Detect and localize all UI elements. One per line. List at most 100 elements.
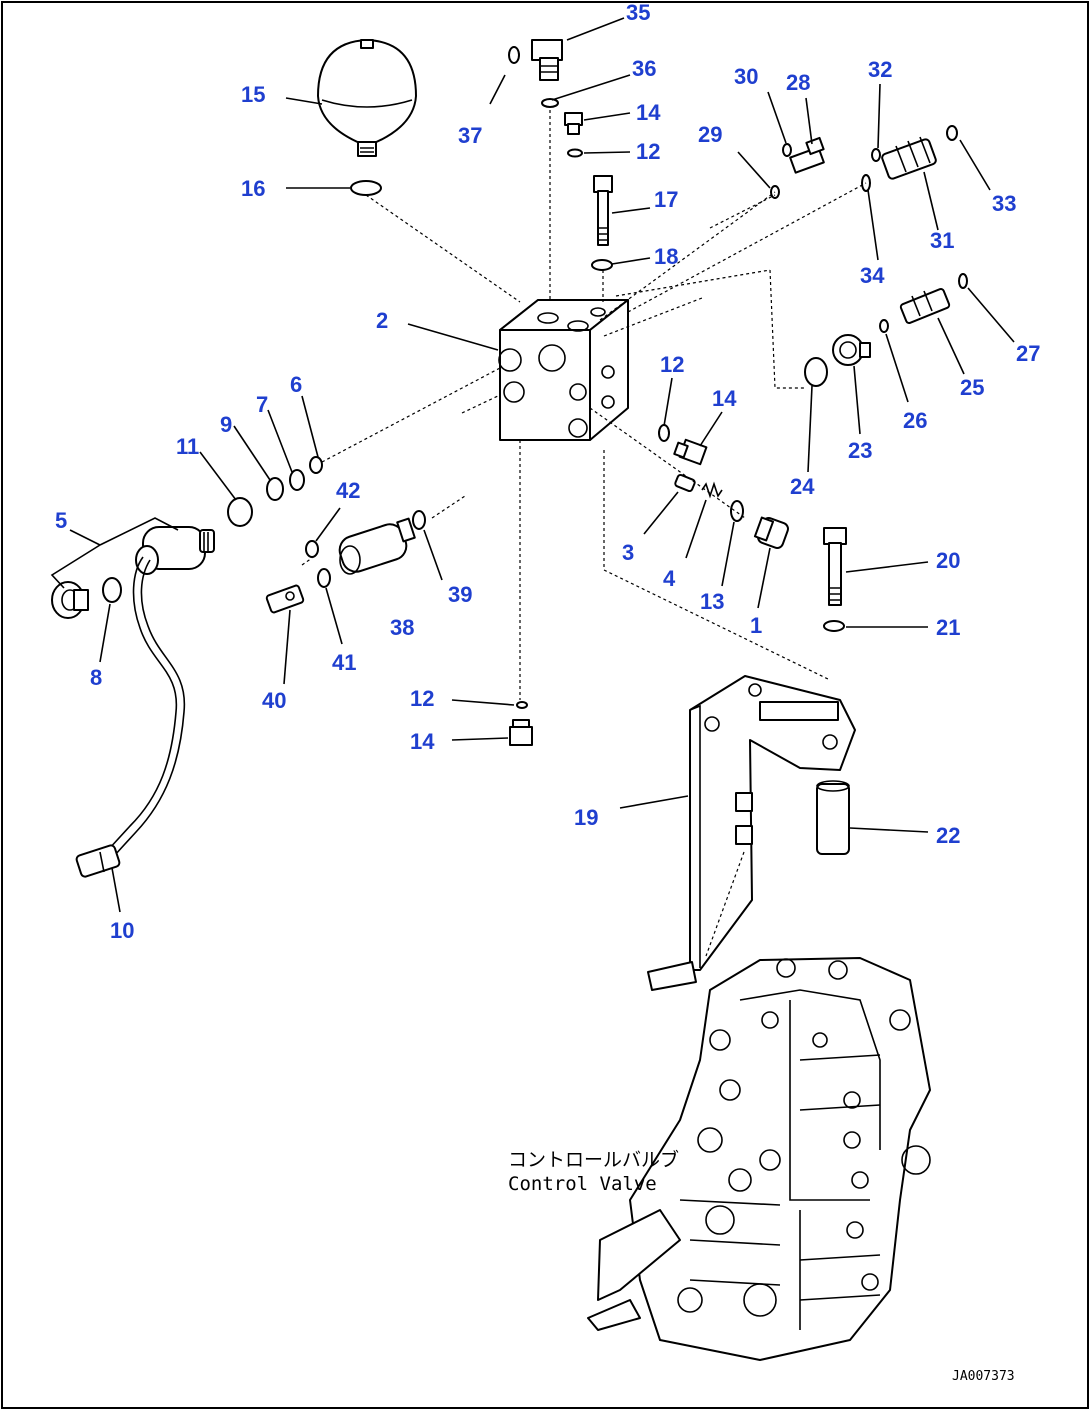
control-valve-illustration bbox=[587, 957, 931, 1361]
callout-26: 26 bbox=[903, 408, 927, 433]
o-ring-16 bbox=[350, 180, 382, 196]
o-ring-11 bbox=[227, 497, 253, 527]
callout-36: 36 bbox=[632, 56, 656, 81]
callout-15: 15 bbox=[241, 82, 265, 107]
o-ring-12-right bbox=[658, 424, 670, 442]
connector-10 bbox=[75, 844, 121, 878]
ring-6 bbox=[309, 456, 323, 474]
leader-lines bbox=[50, 17, 1015, 913]
plug-23 bbox=[832, 334, 871, 366]
callout-10: 10 bbox=[110, 918, 134, 943]
o-ring-32 bbox=[871, 148, 881, 162]
callout-38: 38 bbox=[390, 615, 414, 640]
washer-18 bbox=[591, 259, 613, 271]
callout-12-right: 12 bbox=[660, 352, 684, 377]
o-ring-36 bbox=[541, 98, 559, 108]
o-ring-41 bbox=[317, 568, 331, 588]
o-ring-42 bbox=[305, 540, 319, 558]
callout-19: 19 bbox=[574, 805, 598, 830]
callout-24: 24 bbox=[790, 474, 815, 499]
callout-22: 22 bbox=[936, 823, 960, 848]
callout-14-bottom: 14 bbox=[410, 729, 435, 754]
o-ring-37 bbox=[508, 46, 520, 64]
collar-22 bbox=[816, 780, 850, 855]
callout-1: 1 bbox=[750, 613, 762, 638]
fitting-28 bbox=[789, 136, 825, 174]
fitting-25 bbox=[899, 288, 951, 324]
elbow-fitting-35 bbox=[531, 39, 563, 81]
control-valve-label-en: Control Valve bbox=[508, 1173, 657, 1195]
accumulator bbox=[317, 39, 417, 157]
wire-harness-10 bbox=[107, 556, 178, 851]
callout-20: 20 bbox=[936, 548, 960, 573]
callout-13: 13 bbox=[700, 589, 724, 614]
spring-4 bbox=[701, 481, 723, 499]
solenoid-coil-5 bbox=[135, 526, 215, 575]
callout-8: 8 bbox=[90, 665, 102, 690]
callout-9: 9 bbox=[220, 412, 232, 437]
plug-14-right bbox=[673, 438, 708, 466]
o-ring-24 bbox=[804, 357, 828, 387]
bolt-17 bbox=[593, 175, 613, 246]
callout-14: 14 bbox=[636, 100, 661, 125]
callout-35: 35 bbox=[626, 0, 650, 25]
o-ring-12-top bbox=[567, 148, 583, 158]
callout-29: 29 bbox=[698, 122, 722, 147]
valve-38 bbox=[338, 517, 416, 575]
callout-5: 5 bbox=[55, 508, 67, 533]
bolt-20 bbox=[823, 527, 847, 606]
drawing-code: JA007373 bbox=[952, 1369, 1015, 1384]
o-ring-13 bbox=[730, 500, 744, 522]
callout-34: 34 bbox=[860, 263, 885, 288]
callout-labels: 35 36 14 12 17 18 37 15 16 2 30 28 29 32… bbox=[55, 0, 1040, 943]
callout-33: 33 bbox=[992, 191, 1016, 216]
callout-2: 2 bbox=[376, 308, 388, 333]
callout-32: 32 bbox=[868, 57, 892, 82]
callout-11: 11 bbox=[176, 434, 199, 459]
fitting-40 bbox=[265, 584, 305, 614]
o-ring-9 bbox=[266, 477, 284, 501]
callout-6: 6 bbox=[290, 372, 302, 397]
callout-23: 23 bbox=[848, 438, 872, 463]
o-ring-33 bbox=[946, 125, 958, 141]
callout-18: 18 bbox=[654, 244, 678, 269]
spool-3 bbox=[674, 473, 696, 493]
nut-8-assembly bbox=[51, 581, 89, 619]
callout-21: 21 bbox=[936, 615, 960, 640]
callout-28: 28 bbox=[786, 70, 810, 95]
callout-41: 41 bbox=[332, 650, 356, 675]
callout-12: 12 bbox=[636, 139, 660, 164]
plug-14-top bbox=[564, 112, 583, 135]
washer-21 bbox=[823, 620, 845, 632]
o-ring-8 bbox=[102, 577, 122, 603]
callout-40: 40 bbox=[262, 688, 286, 713]
callout-4: 4 bbox=[663, 566, 676, 591]
callout-39: 39 bbox=[448, 582, 472, 607]
plug-14-bottom bbox=[509, 719, 533, 746]
control-valve-label-jp: コントロールバルブ bbox=[508, 1148, 679, 1171]
callout-3: 3 bbox=[622, 540, 634, 565]
plug-1 bbox=[753, 516, 789, 549]
callout-30: 30 bbox=[734, 64, 758, 89]
o-ring-7 bbox=[289, 469, 305, 491]
callout-17: 17 bbox=[654, 187, 678, 212]
callout-42: 42 bbox=[336, 478, 360, 503]
callout-14-right: 14 bbox=[712, 386, 737, 411]
callout-25: 25 bbox=[960, 375, 984, 400]
o-ring-39 bbox=[412, 510, 426, 530]
o-ring-12-bottom bbox=[516, 701, 528, 709]
fitting-31 bbox=[881, 136, 937, 180]
o-ring-30 bbox=[782, 143, 792, 157]
o-ring-26 bbox=[879, 319, 889, 333]
o-ring-27 bbox=[958, 273, 968, 289]
callout-16: 16 bbox=[241, 176, 265, 201]
bracket-19 bbox=[647, 675, 856, 991]
callout-31: 31 bbox=[930, 228, 954, 253]
valve-block bbox=[498, 299, 629, 441]
callout-27: 27 bbox=[1016, 341, 1040, 366]
callout-37: 37 bbox=[458, 123, 482, 148]
callout-12-bottom: 12 bbox=[410, 686, 434, 711]
callout-7: 7 bbox=[256, 392, 268, 417]
